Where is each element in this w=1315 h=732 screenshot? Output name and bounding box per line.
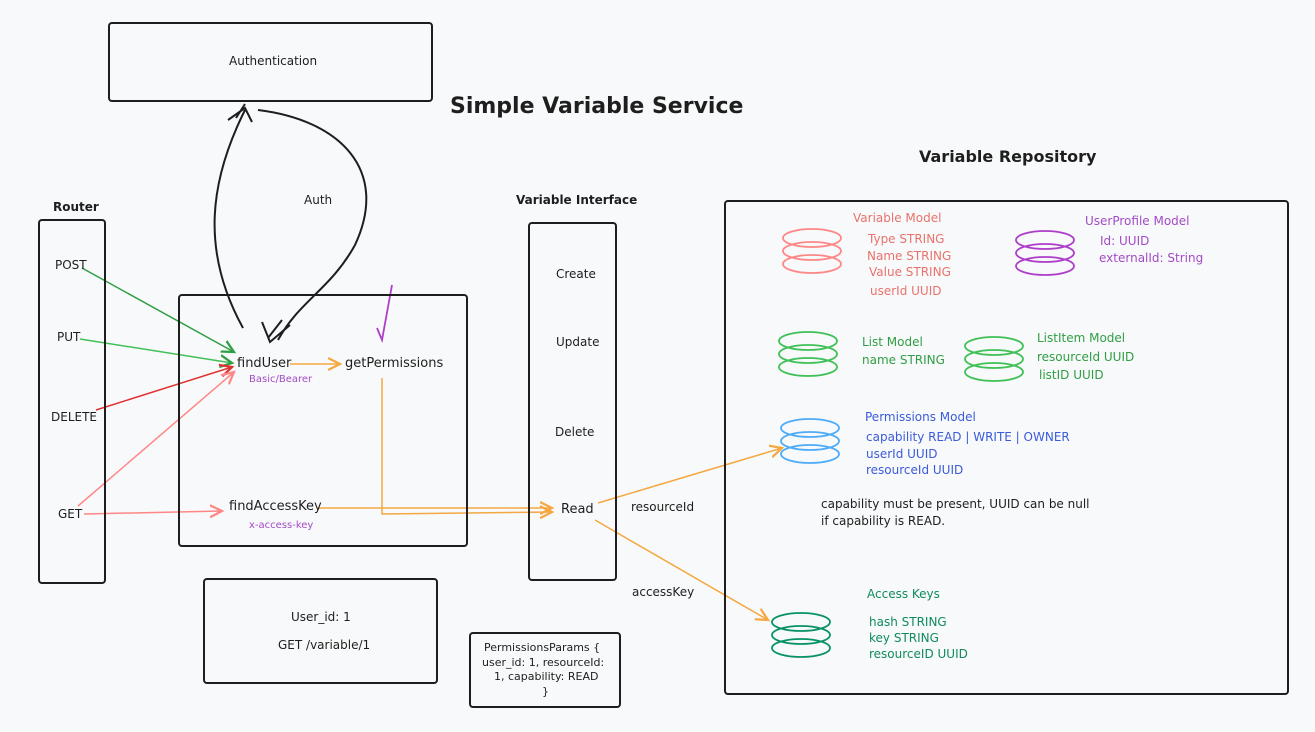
listitem-model-field: listID UUID (1039, 368, 1104, 382)
listitem-model-database-icon (964, 336, 1024, 382)
find-access-key-note: x-access-key (249, 520, 314, 531)
example-request-box (203, 578, 438, 684)
userprofile-model-title: UserProfile Model (1085, 214, 1190, 228)
find-user-note: Basic/Bearer (249, 374, 313, 385)
variable-model-field: Type STRING (868, 232, 945, 246)
permissions-model-field: resourceId UUID (866, 463, 964, 477)
list-model-title: List Model (862, 335, 923, 349)
auth-label: Auth (304, 193, 333, 207)
example-user-id: User_id: 1 (291, 610, 351, 624)
userprofile-model-field: externalId: String (1099, 251, 1204, 265)
delete-arrow (95, 367, 232, 411)
auth-arrowhead (227, 103, 253, 123)
variable-interface-box (528, 222, 617, 581)
router-method-delete: DELETE (51, 410, 98, 424)
router-method-post: POST (55, 258, 87, 272)
variable-model-database-icon (782, 228, 842, 274)
auth-response-arrow (257, 109, 368, 341)
auth-request-arrow (213, 109, 246, 329)
getpermissions-to-read-arrow (381, 378, 552, 514)
permissions-params-line-4: } (542, 685, 549, 698)
variable-model-field: Value STRING (869, 265, 951, 279)
variable-interface-title: Variable Interface (516, 193, 638, 207)
list-model-field: name STRING (862, 353, 945, 367)
access-key-label: accessKey (632, 585, 695, 599)
interface-op-create: Create (556, 267, 596, 281)
access-keys-field: resourceID UUID (869, 647, 968, 661)
authentication-label: Authentication (229, 54, 318, 68)
read-to-accesskeys-arrow (594, 519, 768, 620)
router-box (38, 219, 106, 584)
permissions-params-line-1: PermissionsParams { (484, 641, 601, 654)
find-user-label: findUser (237, 356, 292, 371)
auth-response-arrowhead (261, 319, 291, 344)
variable-model-field: userId UUID (870, 284, 942, 298)
userprofile-model-field: Id: UUID (1100, 234, 1150, 248)
example-request: GET /variable/1 (278, 638, 371, 652)
interface-op-read: Read (561, 502, 594, 517)
permissions-model-field: capability READ | WRITE | OWNER (866, 430, 1070, 444)
router-title: Router (53, 200, 99, 214)
read-to-permissions-arrow (597, 448, 782, 504)
router-method-get: GET (58, 507, 83, 521)
page-title: Simple Variable Service (450, 94, 744, 119)
permissions-params-line-3: 1, capability: READ (494, 670, 599, 683)
interface-op-delete: Delete (555, 425, 595, 439)
permissions-model-field: userId UUID (866, 447, 938, 461)
variable-model-title: Variable Model (853, 211, 942, 225)
access-keys-database-icon (771, 612, 831, 658)
middleware-box (178, 294, 468, 547)
find-access-key-label: findAccessKey (229, 499, 322, 514)
userprofile-model-database-icon (1015, 230, 1075, 276)
variable-repository-title: Variable Repository (919, 147, 1097, 166)
access-keys-field: key STRING (869, 631, 939, 645)
listitem-model-field: resourceId UUID (1037, 350, 1135, 364)
variable-model-field: Name STRING (867, 249, 952, 263)
get-permissions-label: getPermissions (345, 356, 444, 371)
permissions-params-box (469, 632, 621, 708)
router-method-put: PUT (57, 330, 81, 344)
post-arrow (81, 267, 234, 352)
resource-id-label: resourceId (631, 500, 695, 514)
list-model-database-icon (778, 331, 838, 377)
permissions-model-title: Permissions Model (865, 410, 976, 424)
check-mark (376, 284, 393, 344)
permissions-note-line-1: capability must be present, UUID can be … (821, 497, 1090, 511)
interface-op-update: Update (556, 335, 600, 349)
access-keys-title: Access Keys (867, 587, 940, 601)
access-keys-field: hash STRING (869, 615, 947, 629)
permissions-note-line-2: if capability is READ. (821, 514, 946, 528)
get-to-findaccesskey-arrow (83, 511, 222, 514)
permissions-model-database-icon (780, 418, 840, 464)
authentication-box (108, 22, 433, 102)
permissions-params-line-2: user_id: 1, resourceId: (482, 656, 605, 669)
variable-repository-box (724, 200, 1289, 695)
listitem-model-title: ListItem Model (1037, 331, 1126, 345)
